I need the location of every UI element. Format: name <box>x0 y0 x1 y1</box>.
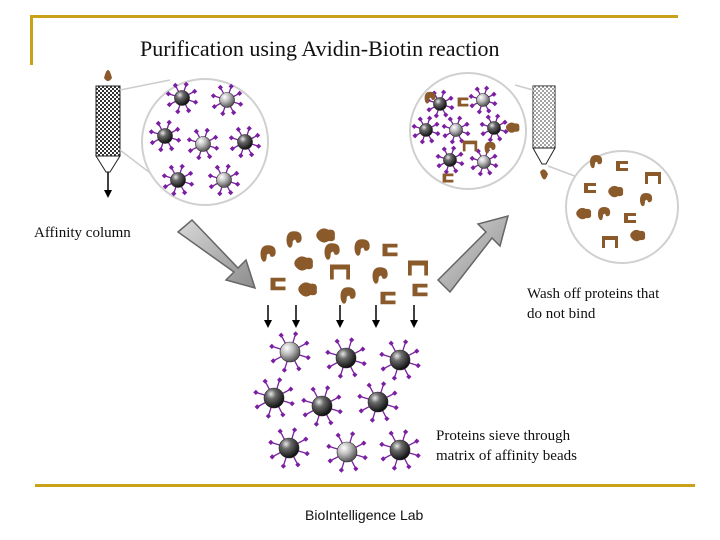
protein-shape <box>505 122 520 133</box>
protein-shape <box>616 161 628 171</box>
page-title: Purification using Avidin-Biotin reactio… <box>140 36 500 61</box>
protein-shape <box>590 155 603 169</box>
protein-shape <box>260 245 276 262</box>
arrow-up-right <box>436 214 510 294</box>
protein-shape <box>340 287 356 304</box>
protein-shape <box>382 243 398 257</box>
zoom-circle-right <box>565 150 679 264</box>
protein-shape <box>640 193 653 207</box>
protein-shape <box>584 183 596 193</box>
flow-arrowhead <box>264 320 272 328</box>
affinity-bead <box>301 385 343 427</box>
affinity-column-left <box>95 70 121 198</box>
wash-label-line1: Wash off proteins that <box>527 286 660 302</box>
protein-shape <box>630 229 646 242</box>
protein-shape <box>298 282 317 297</box>
protein-group-right <box>576 155 661 248</box>
affinity-bead <box>357 381 399 423</box>
protein-shape <box>324 243 340 260</box>
affinity-bead <box>161 163 195 197</box>
protein-shape <box>286 231 302 248</box>
affinity-bead <box>165 81 199 115</box>
protein-shape <box>372 267 388 284</box>
affinity-column-label: Affinity column <box>34 225 131 241</box>
flow-arrowhead <box>410 320 418 328</box>
bead-group-top-right <box>411 85 520 183</box>
protein-shape <box>330 264 350 280</box>
flow-arrows <box>264 305 418 328</box>
affinity-bead <box>228 125 262 159</box>
affinity-bead <box>148 119 182 153</box>
footer-credit: BioIntelligence Lab <box>305 507 424 523</box>
sieve-label-line1: Proteins sieve through <box>436 428 571 444</box>
affinity-bead <box>379 339 421 381</box>
protein-shape <box>270 277 286 291</box>
protein-shape <box>602 236 618 248</box>
flow-arrowhead <box>372 320 380 328</box>
protein-shape <box>424 91 436 104</box>
protein-group-center <box>260 228 428 305</box>
affinity-bead <box>479 113 509 143</box>
arrow-down-right <box>176 218 257 290</box>
protein-shape <box>294 256 313 271</box>
bead-group-left <box>148 81 262 197</box>
affinity-bead <box>411 115 441 145</box>
top-rule <box>30 15 678 18</box>
protein-shape <box>412 283 428 297</box>
left-rule <box>30 15 33 65</box>
bottom-rule <box>35 484 695 487</box>
protein-shape <box>576 207 592 220</box>
protein-shape <box>624 213 636 223</box>
affinity-column-right <box>532 85 556 180</box>
wash-label-line2: do not bind <box>527 306 596 322</box>
protein-shape <box>316 228 335 243</box>
protein-shape <box>608 185 624 198</box>
protein-shape <box>408 260 428 276</box>
sieve-label-line2: matrix of affinity beads <box>436 448 577 464</box>
protein-shape <box>484 141 496 154</box>
protein-shape <box>645 172 661 184</box>
protein-shape <box>598 207 611 221</box>
affinity-bead <box>469 147 499 177</box>
affinity-bead <box>326 431 368 473</box>
affinity-bead <box>435 145 465 175</box>
affinity-bead <box>210 83 244 117</box>
affinity-bead <box>253 377 295 419</box>
flow-arrowhead <box>336 320 344 328</box>
affinity-bead <box>379 429 421 471</box>
protein-shape <box>354 239 370 256</box>
affinity-bead <box>269 331 311 373</box>
protein-shape <box>462 140 478 152</box>
affinity-bead <box>186 127 220 161</box>
affinity-bead <box>268 427 310 469</box>
affinity-bead <box>207 163 241 197</box>
protein-shape <box>380 291 396 305</box>
protein-shape <box>457 97 469 107</box>
affinity-bead <box>325 337 367 379</box>
affinity-bead <box>441 115 471 145</box>
protein-shape <box>442 173 454 183</box>
flow-arrowhead <box>292 320 300 328</box>
affinity-bead <box>468 85 498 115</box>
bead-matrix-center <box>253 331 421 473</box>
